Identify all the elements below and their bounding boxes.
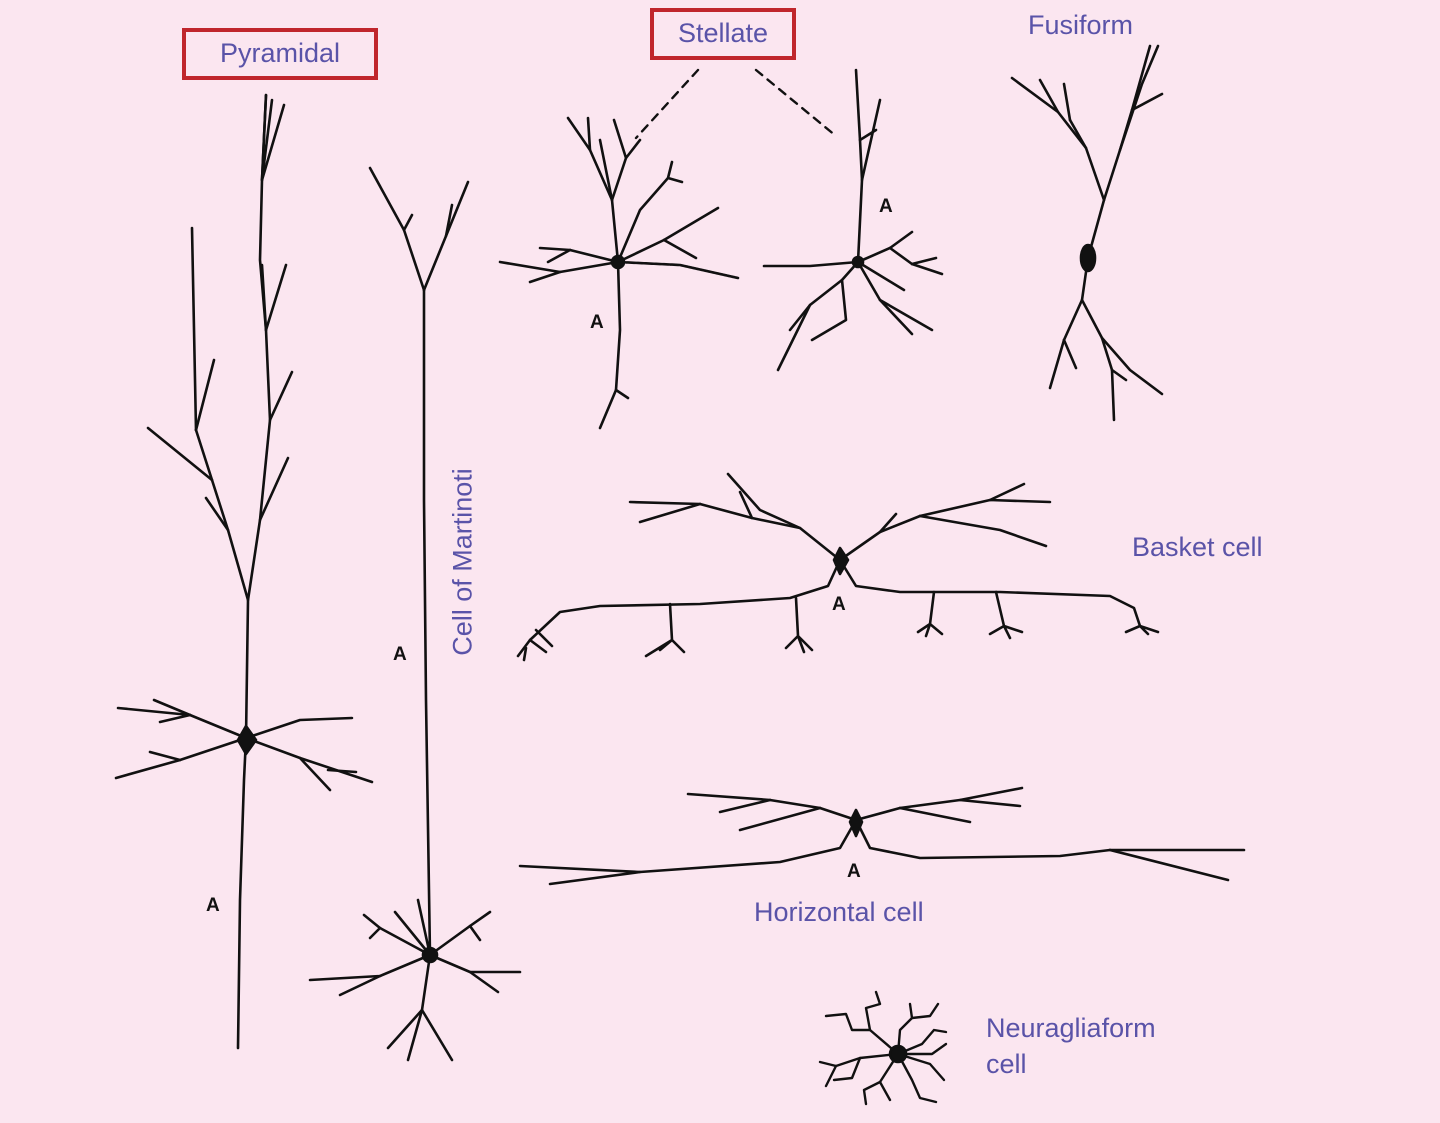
axon-marker-pyramidal: A — [206, 895, 220, 916]
stellate-connectors — [634, 68, 838, 140]
martinoti-label: Cell of Martinoti — [447, 468, 478, 656]
axon-marker-horizontal: A — [847, 861, 861, 882]
basket-neuron — [516, 472, 1160, 662]
martinoti-soma — [421, 946, 439, 964]
fusiform-neuron — [1010, 44, 1164, 422]
axon-marker-basket: A — [832, 594, 846, 615]
cell-bodies — [236, 243, 1097, 1064]
pyramidal-neuron — [114, 93, 374, 1050]
stellate-right-soma — [851, 255, 865, 269]
neuragliaform-soma — [888, 1044, 908, 1064]
neuragliaform-label-line2: cell — [986, 1049, 1027, 1079]
axon-marker-martinoti: A — [393, 644, 407, 665]
pyramidal-soma — [236, 724, 258, 756]
stellate-neuron-right — [762, 68, 944, 372]
horizontal-soma — [848, 808, 864, 838]
martinoti-neuron — [308, 166, 522, 1062]
stellate-neuron-left — [498, 116, 740, 430]
basket-label: Basket cell — [1132, 532, 1263, 562]
stellate-label: Stellate — [650, 8, 796, 60]
horizontal-neuron — [518, 786, 1246, 886]
axon-marker-stellate-right: A — [879, 196, 893, 217]
basket-soma — [832, 546, 850, 576]
stellate-left-soma — [610, 254, 626, 270]
axon-marker-stellate-left: A — [590, 312, 604, 333]
fusiform-label: Fusiform — [1028, 10, 1134, 40]
neuragliaform-label-line1: Neuragliaform — [986, 1013, 1156, 1043]
neuragliaform-neuron — [818, 990, 948, 1106]
neuragliaform-label: Neuragliaform cell — [986, 1010, 1156, 1082]
horizontal-label: Horizontal cell — [754, 897, 924, 927]
pyramidal-label: Pyramidal — [182, 28, 378, 80]
fusiform-soma — [1079, 243, 1097, 273]
